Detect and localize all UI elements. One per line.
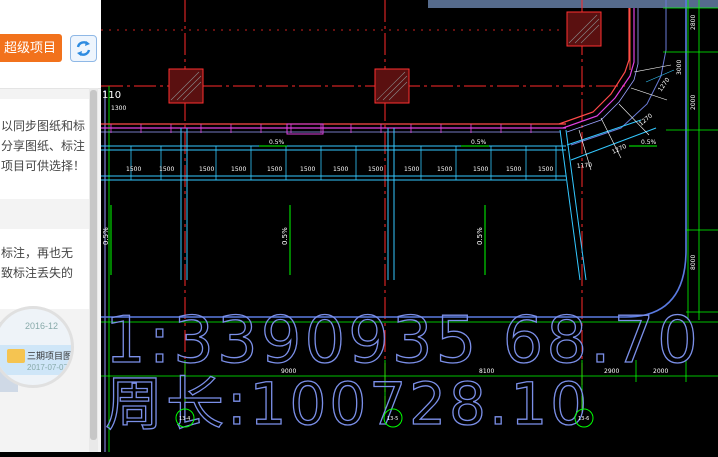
right-dim-labels: 2800 2000 3000 8000 [676, 15, 697, 270]
axis-markers: 13-4 13-5 13-6 [175, 408, 594, 428]
slope-label: 0.5% [641, 139, 657, 146]
vertical-slope-label: 0.5% [102, 227, 110, 245]
sync-icon [76, 41, 91, 56]
dim-label: 1500 [538, 166, 553, 173]
sync-button[interactable] [70, 35, 97, 62]
bottom-dim: 9000 [281, 368, 296, 375]
axis-marker-label: 13-5 [387, 416, 398, 422]
drain-lines [101, 119, 657, 281]
cad-drawing: 110 1300 [101, 0, 718, 452]
slope-label: 0.5% [471, 139, 487, 146]
dimension-labels: 1500 1500 1500 1500 1500 1500 1500 1500 … [126, 166, 553, 173]
magnifier-preview: 2016-12 三期项目图纸 2017-07-07 [0, 306, 74, 388]
right-dim: 2000 [690, 95, 697, 110]
panel-text-line: 标注，再也无 [1, 246, 74, 260]
panel-text-line: 项目可供选择！ [1, 159, 86, 173]
folder-name: 三期项目图纸 [27, 351, 73, 361]
curve-dim: 1170 [577, 162, 593, 170]
dim-label: 1500 [199, 166, 214, 173]
slope-annotations: 0.5% 0.5% 0.5% 0.5% 0.5% 0.5% [102, 139, 657, 275]
small-label: 1300 [111, 105, 126, 112]
folder-icon [7, 349, 25, 363]
axis-marker-label: 13-6 [578, 416, 589, 422]
right-dim: 2800 [690, 15, 697, 30]
dim-label: 1500 [404, 166, 419, 173]
folder-date: 2017-07-07 [27, 363, 68, 372]
dim-label: 1500 [368, 166, 383, 173]
beam-band [101, 123, 566, 135]
panel-text-line: 致标注丢失的 [1, 266, 74, 280]
column-blocks [168, 11, 602, 104]
bottom-dim: 2000 [653, 368, 668, 375]
dim-label: 1500 [437, 166, 452, 173]
side-scrollbar[interactable] [89, 88, 98, 452]
radial-dims [578, 64, 675, 171]
panel-text-line: 分享图纸、标注 [1, 139, 86, 153]
vertical-slope-label: 0.5% [281, 227, 289, 245]
dim-label: 1500 [159, 166, 174, 173]
left-side-panel: 超级项目 以同步图纸和标 分享图纸、标注 项目可供选择！ 标注，再也无 致标注丢… [0, 0, 101, 452]
dimension-lines-green [101, 0, 718, 412]
date-label: 2016-12 [25, 321, 59, 331]
curve-dim: 1270 [611, 143, 628, 156]
dim-label: 1500 [126, 166, 141, 173]
scrollbar-thumb[interactable] [90, 90, 97, 440]
curve-dim: 1270 [638, 112, 654, 127]
axis-marker-label: 13-4 [179, 416, 190, 422]
tick-marks [130, 146, 557, 180]
dim-label: 1500 [267, 166, 282, 173]
dim-label: 1500 [333, 166, 348, 173]
right-dim: 3000 [676, 60, 683, 75]
right-dim: 8000 [690, 255, 697, 270]
left-label: 110 [102, 90, 121, 101]
super-project-button[interactable]: 超级项目 [0, 34, 62, 62]
feature-panel-sync: 以同步图纸和标 分享图纸、标注 项目可供选择！ [0, 99, 89, 199]
feature-panel-annotation: 标注，再也无 致标注丢失的 [0, 229, 89, 309]
panel-text-line: 以同步图纸和标 [1, 119, 86, 133]
outer-boundary [101, 0, 687, 318]
dim-label: 1500 [506, 166, 521, 173]
vertical-slope-label: 0.5% [476, 227, 484, 245]
bottom-dim: 8100 [479, 368, 494, 375]
dim-label: 1500 [231, 166, 246, 173]
dim-label: 1500 [473, 166, 488, 173]
side-toolbar: 超级项目 [0, 0, 101, 89]
bottom-dim: 2900 [604, 368, 619, 375]
slope-label: 0.5% [269, 139, 285, 146]
bottom-dim-labels: 9000 8100 2900 2000 [281, 368, 668, 375]
curved-corner [558, 0, 667, 146]
area-measurement-text: 1:3390935 68.70 [105, 304, 701, 378]
perimeter-measurement-text: 周长:100728.10 [105, 370, 590, 438]
dim-label: 1500 [300, 166, 315, 173]
cad-drawing-canvas[interactable]: 110 1300 [101, 0, 718, 452]
top-strip [428, 0, 718, 8]
